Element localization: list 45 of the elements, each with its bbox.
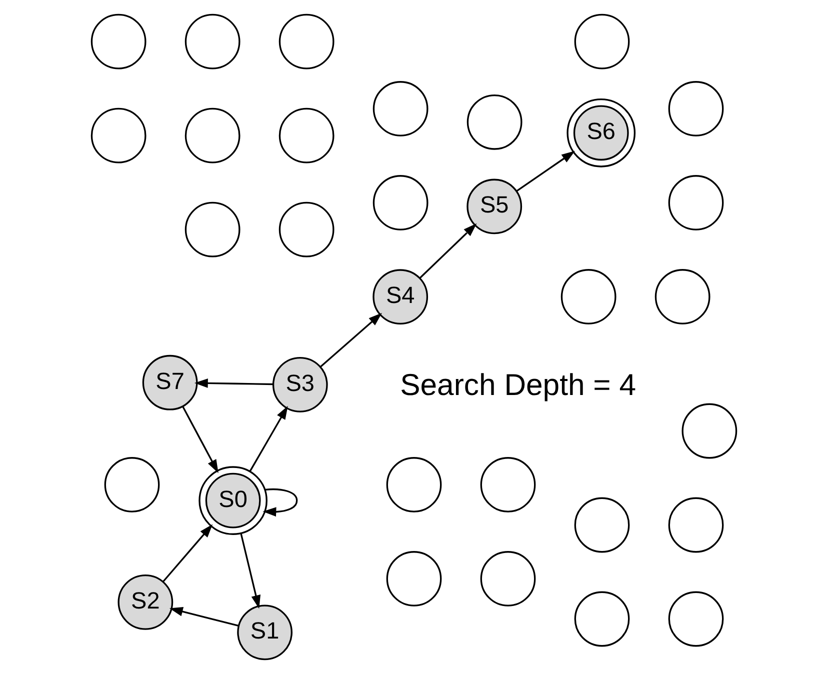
arrow xyxy=(262,488,298,517)
node-circle: S6 xyxy=(566,98,636,168)
node-circle xyxy=(480,457,536,512)
node-circle xyxy=(184,202,240,258)
node-circle: S7 xyxy=(142,354,198,410)
node-circle xyxy=(184,14,240,70)
label: Search Depth = 4 xyxy=(400,368,636,402)
node-circle xyxy=(372,81,428,136)
node-circle xyxy=(278,14,334,70)
node-circle xyxy=(90,14,146,70)
node-circle xyxy=(278,108,334,164)
node-circle xyxy=(681,403,737,459)
node-circle xyxy=(184,108,240,164)
arrow xyxy=(516,150,575,192)
node-circle xyxy=(654,269,710,324)
node-circle xyxy=(372,175,428,230)
arrow xyxy=(248,406,288,472)
node-circle xyxy=(278,202,334,258)
node-circle xyxy=(386,551,442,606)
node-circle xyxy=(574,497,630,553)
node-circle xyxy=(574,591,630,647)
node-circle xyxy=(466,94,522,150)
arrow xyxy=(319,312,382,368)
node-circle xyxy=(104,457,160,512)
node-circle xyxy=(668,81,724,136)
node-circle: S3 xyxy=(272,357,328,412)
node-circle: S1 xyxy=(236,604,292,660)
arrow xyxy=(162,524,212,582)
node-circle xyxy=(480,551,536,606)
arrow xyxy=(418,223,476,279)
node-circle: S2 xyxy=(117,574,173,630)
arrow xyxy=(194,378,273,388)
arrow xyxy=(182,406,218,474)
node-circle xyxy=(574,14,630,70)
node-circle xyxy=(90,108,146,164)
node-circle xyxy=(668,497,724,553)
node-circle xyxy=(668,591,724,647)
node-circle xyxy=(668,175,724,230)
node-circle xyxy=(386,457,442,512)
arrow xyxy=(240,534,260,609)
node-circle xyxy=(560,269,616,324)
node-circle: S5 xyxy=(466,178,522,234)
node-circle: S0 xyxy=(198,466,267,535)
arrow xyxy=(168,607,238,627)
node-circle: S4 xyxy=(372,269,428,325)
